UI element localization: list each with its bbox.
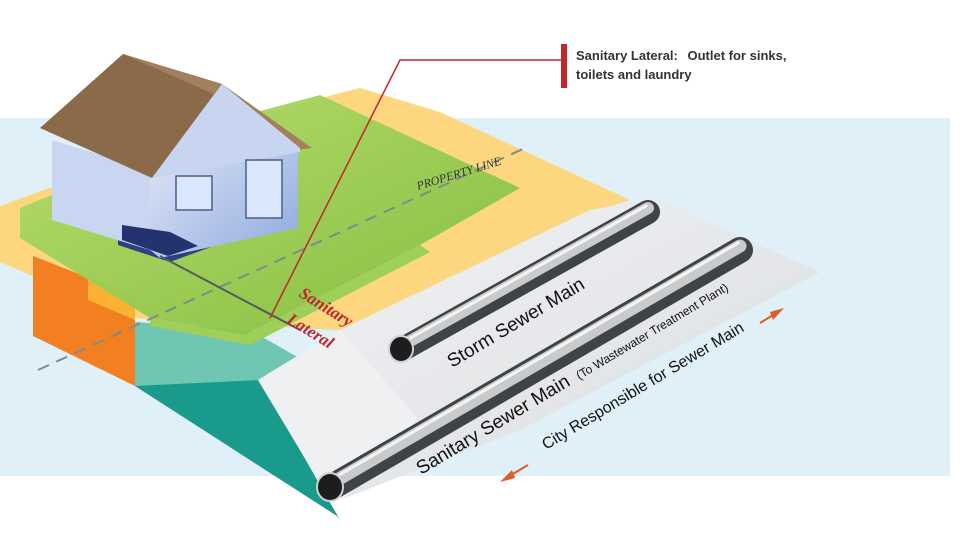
house-side-wall: [52, 140, 150, 250]
storm-pipe-highlight: [403, 204, 648, 343]
bottom-white-block: [516, 490, 960, 537]
callout-line2: toilets and laundry: [576, 67, 692, 82]
callout-title-term: Sanitary Lateral:: [576, 48, 678, 63]
house-foundation: [122, 225, 198, 256]
storm-pipe-opening: [388, 335, 414, 363]
arrow-left-head: [500, 470, 515, 482]
callout-title-rest: Outlet for sinks,: [688, 48, 787, 63]
storm-pipe-icon: [388, 200, 660, 363]
house-gable: [152, 84, 300, 178]
arrow-icon: [500, 308, 784, 482]
callout-bar: [561, 44, 567, 88]
house-window-right: [245, 159, 283, 219]
house-icon: [40, 54, 312, 262]
callout-leader: [269, 59, 562, 319]
arrow-right-head: [770, 308, 784, 320]
callout-title: Sanitary Lateral: Outlet for sinks,: [576, 48, 786, 63]
house-roof: [40, 54, 222, 178]
sanitary-pipe-shine: [325, 239, 747, 490]
soil-teal-front: [135, 322, 320, 386]
sanitary-pipe-opening: [316, 472, 344, 502]
lateral-pipe: [159, 255, 301, 331]
sanitary-pipe-highlight: [332, 241, 740, 480]
sanitary-pipe-icon: [316, 237, 753, 502]
lawn-front-edge: [150, 245, 430, 345]
storm-pipe-shine: [397, 202, 654, 351]
house-window-left: [175, 175, 213, 211]
property-line: [37, 147, 526, 371]
